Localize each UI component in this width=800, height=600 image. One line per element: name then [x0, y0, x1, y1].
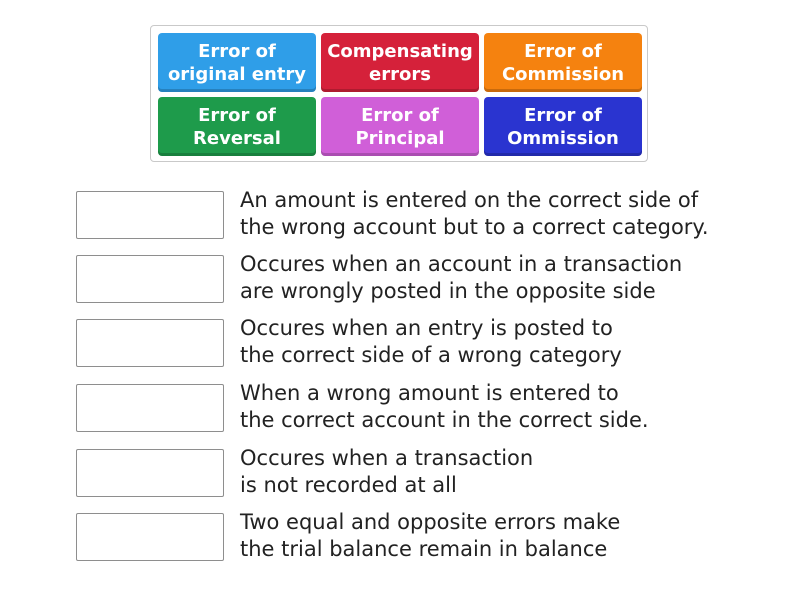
tile-label: Error of original entry — [167, 40, 307, 85]
row-description: Occures when an account in a transaction… — [240, 252, 683, 303]
tile-error-of-reversal[interactable]: Error of Reversal — [158, 97, 316, 156]
tile-label: Error of Ommission — [507, 104, 619, 149]
tile-label: Error of Commission — [501, 40, 625, 85]
answer-drop-box[interactable] — [76, 384, 224, 432]
row-description: An amount is entered on the correct side… — [240, 188, 709, 239]
answer-drop-box[interactable] — [76, 513, 224, 561]
tile-compensating-errors[interactable]: Compensating errors — [321, 33, 479, 92]
row-description: Occures when an entry is posted to the c… — [240, 316, 622, 367]
row-description: When a wrong amount is entered to the co… — [240, 381, 649, 432]
answer-tile-bank: Error of original entry Compensating err… — [150, 25, 648, 162]
tile-error-of-ommission[interactable]: Error of Ommission — [484, 97, 642, 156]
answer-drop-box[interactable] — [76, 449, 224, 497]
answer-drop-box[interactable] — [76, 255, 224, 303]
row-description: Occures when a transaction is not record… — [240, 446, 534, 497]
tile-label: Error of Principal — [355, 104, 445, 149]
answer-drop-box[interactable] — [76, 191, 224, 239]
answer-drop-box[interactable] — [76, 319, 224, 367]
tile-error-of-commission[interactable]: Error of Commission — [484, 33, 642, 92]
row-description: Two equal and opposite errors make the t… — [240, 510, 621, 561]
tile-label: Error of Reversal — [193, 104, 281, 149]
tile-error-of-original-entry[interactable]: Error of original entry — [158, 33, 316, 92]
tile-error-of-principal[interactable]: Error of Principal — [321, 97, 479, 156]
tile-label: Compensating errors — [327, 40, 473, 85]
